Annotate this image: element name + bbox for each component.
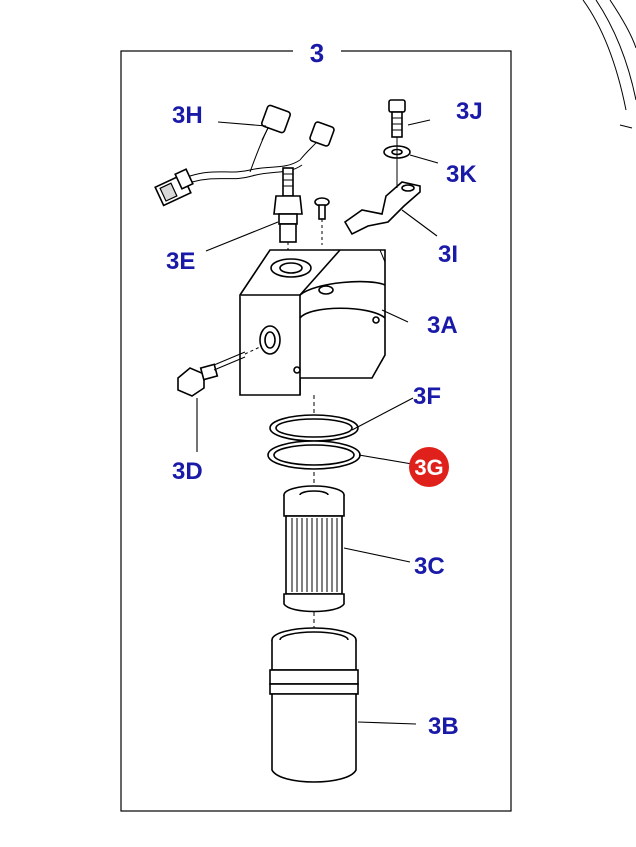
highlight-badge-3g — [409, 447, 449, 487]
upper-o-ring-part — [269, 414, 359, 442]
callout-3f: 3F — [413, 383, 441, 410]
bracket-part — [343, 137, 421, 236]
callout-3c: 3C — [414, 553, 445, 580]
callout-3d: 3D — [172, 458, 203, 485]
filter-pleats — [291, 518, 338, 592]
screw-part — [314, 197, 330, 245]
filter-head-block — [239, 249, 386, 396]
filter-element-part — [283, 485, 345, 613]
filter-bowl-part — [269, 627, 359, 783]
callout-3a: 3A — [427, 312, 458, 339]
callout-3b: 3B — [428, 713, 459, 740]
title-plate — [293, 38, 341, 66]
callout-3h: 3H — [172, 102, 203, 129]
bolt-part — [388, 99, 406, 138]
pressure-switch-part — [273, 167, 303, 262]
assembly-number: 3 — [310, 38, 324, 68]
lower-o-ring-part — [267, 440, 361, 470]
callout-3i: 3I — [438, 241, 458, 268]
callout-3g: 3G — [414, 455, 443, 480]
drain-plug-part — [177, 345, 263, 397]
callout-3e: 3E — [166, 248, 195, 275]
callout-3j: 3J — [456, 98, 483, 125]
leader-lines — [196, 119, 439, 725]
corner-arc-decoration — [582, 0, 636, 129]
callout-3k: 3K — [446, 161, 477, 188]
